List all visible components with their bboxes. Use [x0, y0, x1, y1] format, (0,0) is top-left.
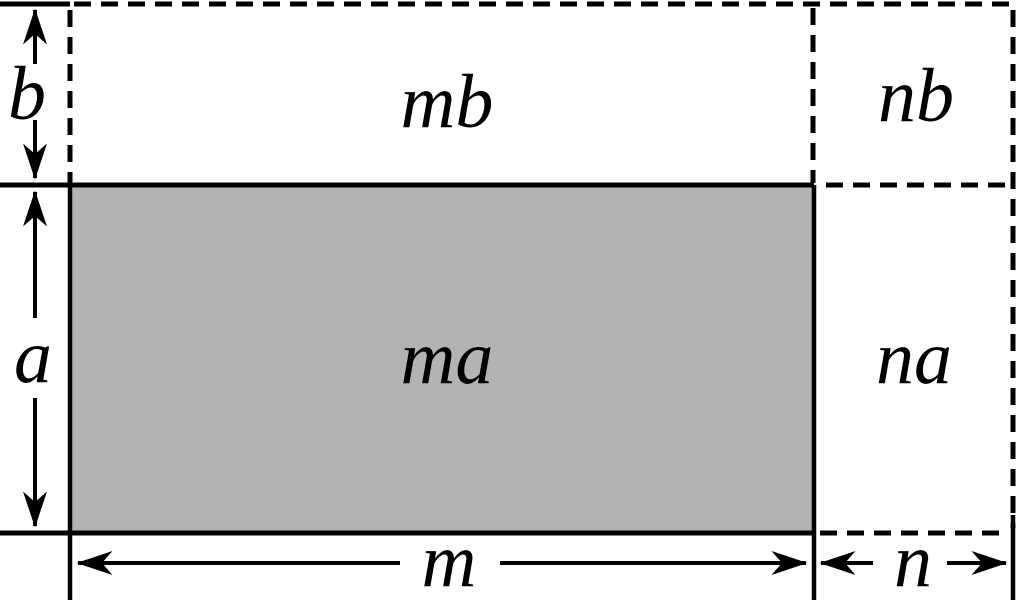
- label-dim-m: m: [422, 519, 477, 600]
- label-region-ma: ma: [401, 316, 494, 400]
- dimension-arrows: [23, 8, 1008, 575]
- label-region-na: na: [876, 316, 952, 400]
- dashed-extension-lines: [67, 1, 1016, 536]
- label-dim-b: b: [8, 52, 46, 136]
- label-region-mb: mb: [401, 60, 494, 144]
- label-dim-a: a: [14, 315, 52, 399]
- label-dim-n: n: [894, 519, 932, 600]
- shaded-ma-rect: [70, 185, 814, 533]
- label-region-nb: nb: [878, 54, 954, 138]
